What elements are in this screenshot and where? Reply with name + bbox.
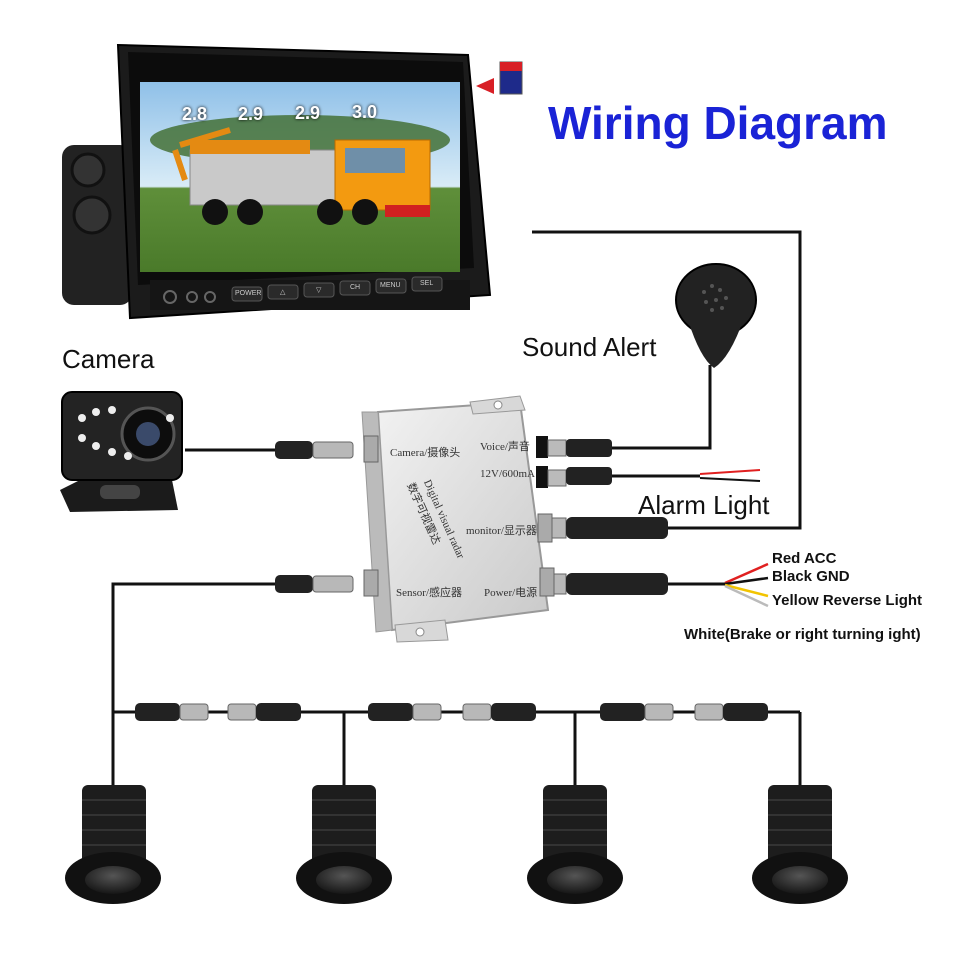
box-sensor-port-label: Sensor/感应器	[396, 587, 462, 599]
monitor-sel-button: SEL	[420, 280, 434, 287]
diagram-title: Wiring Diagram	[548, 97, 888, 149]
yellow-reverse-label: Yellow Reverse Light	[772, 592, 923, 609]
black-gnd-label: Black GND	[772, 568, 850, 585]
box-monitor-port-label: monitor/显示器	[466, 525, 537, 537]
parking-sensor-2	[296, 785, 392, 904]
sound-alert-cable	[612, 365, 712, 450]
monitor-menu-button: MENU	[380, 282, 401, 289]
monitor-up-button: △	[280, 289, 286, 296]
parking-sensors	[65, 785, 848, 904]
box-camera-port-label: Camera/摄像头	[390, 447, 461, 459]
monitor-illustration	[62, 43, 523, 320]
white-brake-label: White(Brake or right turning ight)	[684, 626, 921, 643]
monitor-power-button: POWER	[235, 290, 262, 297]
box-voice-port-label: Voice/声音	[480, 441, 530, 453]
sensor-trunk-cable	[111, 582, 275, 800]
insert-arrow-icon	[476, 78, 494, 94]
sound-alert-label: Sound Alert	[522, 332, 657, 362]
monitor-cable	[532, 230, 802, 530]
box-power-rating-label: 12V/600mA	[480, 468, 535, 480]
parking-sensor-3	[527, 785, 623, 904]
alarm-light-label: Alarm Light	[638, 490, 770, 520]
red-acc-label: Red ACC	[772, 550, 837, 567]
power-leads	[724, 562, 769, 608]
parking-sensor-1	[65, 785, 161, 904]
control-box	[361, 395, 555, 643]
connectors	[135, 439, 768, 721]
distance-readout-2: 2.9	[238, 104, 264, 124]
camera-label: Camera	[62, 344, 155, 374]
monitor-down-button: ▽	[316, 287, 322, 294]
box-power-port-label: Power/电源	[484, 587, 538, 599]
camera-illustration	[60, 391, 183, 512]
distance-readout-4: 3.0	[352, 102, 378, 122]
distance-readout-3: 2.9	[295, 103, 321, 123]
monitor-ch-button: CH	[350, 284, 361, 291]
sound-alert-illustration	[675, 263, 757, 368]
parking-sensor-4	[752, 785, 848, 904]
distance-readout-1: 2.8	[182, 104, 208, 124]
